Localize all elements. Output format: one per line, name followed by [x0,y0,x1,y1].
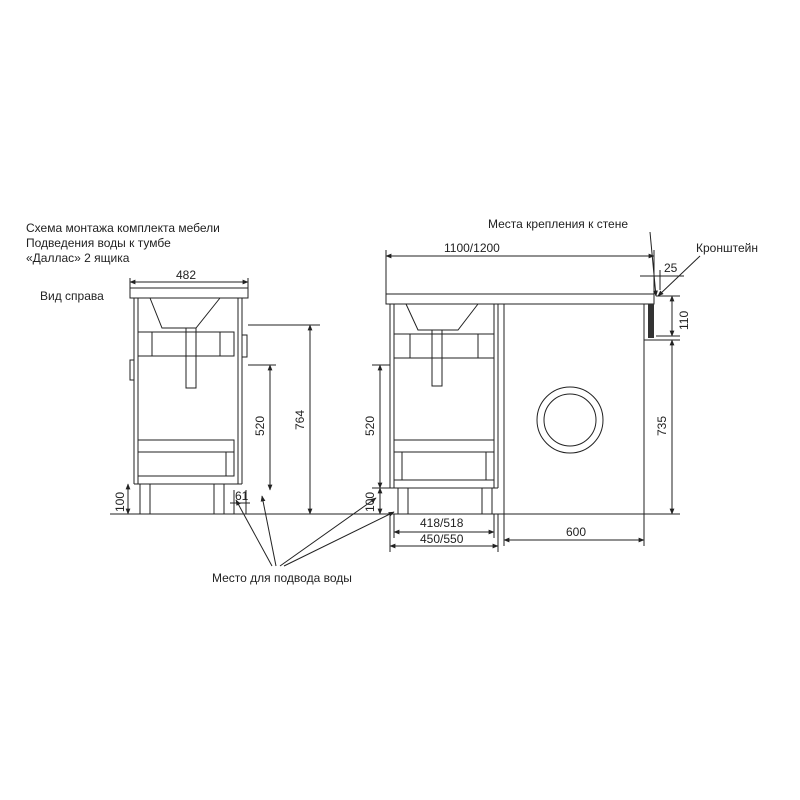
dim-front-110: 110 [677,311,691,330]
dim-front-inner: 418/518 [420,516,464,530]
machine-door-inner [543,393,597,447]
dim-front-25: 25 [664,261,678,275]
side-view-drawing: 482 764 520 100 61 [110,268,680,515]
bracket-shape [648,304,654,338]
water-supply-label: Место для подвода воды [212,571,352,585]
dim-front-735: 735 [655,416,669,436]
dim-side-100: 100 [113,492,127,512]
front-basin [405,303,479,331]
callouts: Места крепления к стене Кронштейн Место … [212,217,758,585]
side-siphon [185,327,197,389]
dim-front-total: 1100/1200 [444,241,500,255]
front-worktop [385,293,655,305]
front-view-drawing: 1100/1200 25 110 735 520 100 418/518 450… [363,241,691,552]
side-upper-drawer [137,331,235,357]
side-basin [149,297,221,329]
dim-front-machine: 600 [566,525,586,539]
side-leg-right [213,483,225,515]
front-leg-right [481,487,493,515]
dim-side-764: 764 [293,410,307,430]
side-lower-drawer [137,439,235,453]
dim-side-width: 482 [176,268,196,282]
wall-mount-label: Места крепления к стене [488,217,628,231]
side-worktop [129,287,249,299]
note-line-3: «Даллас» 2 ящика [26,251,130,265]
side-leg-left [139,483,151,515]
dim-front-outer: 450/550 [420,532,464,546]
machine-door-outer [536,386,604,454]
bracket-label: Кронштейн [696,241,758,255]
washing-machine [503,303,645,515]
dim-side-520: 520 [253,416,267,436]
front-upper-drawer [393,333,495,359]
front-leg-left [397,487,409,515]
dim-front-520: 520 [363,416,377,436]
front-lower-drawer [393,439,495,453]
note-line-2: Подведения воды к тумбе [26,236,171,250]
note-line-1: Схема монтажа комплекта мебели [26,221,220,235]
side-view-label: Вид справа [40,289,104,303]
